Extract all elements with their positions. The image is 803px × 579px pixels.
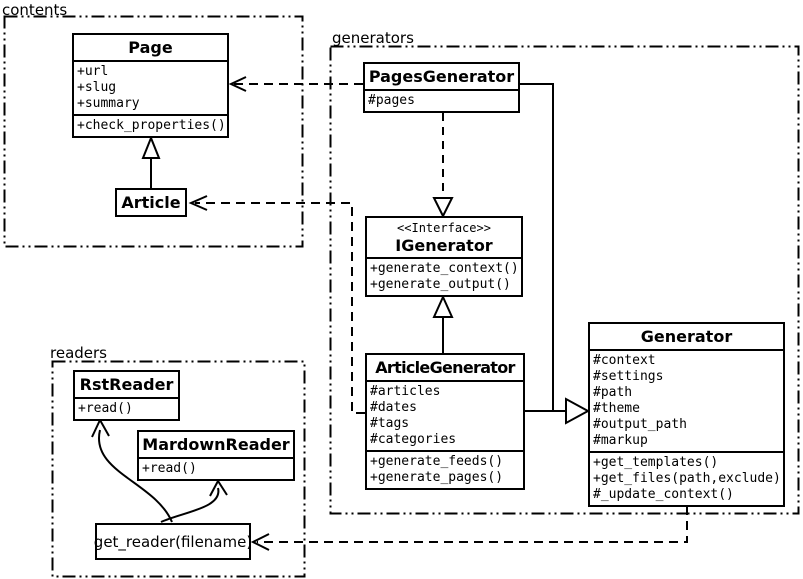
package-frame-generators [329,45,800,515]
method: +get_files(path,exclude) [593,471,781,486]
attribute: +slug [77,80,117,95]
class-articlegenerator-methods: +generate_feeds() +generate_pages() [367,452,523,488]
generalization-arrowhead-generator [565,397,591,425]
package-label-contents: contents [2,1,68,19]
class-articlegenerator-attributes: #articles #dates #tags #categories [367,382,523,452]
method: +get_templates() [593,455,719,470]
function-get-reader: get_reader(filename) [93,523,253,560]
class-page: Page +url +slug +summary +check_properti… [72,33,229,138]
attribute: +url [77,64,109,79]
generalization-arrowhead-page [141,135,161,159]
package-frame-readers [51,360,306,578]
class-pagesgenerator-title: PagesGenerator [365,64,518,91]
dependency-arrowhead-article [188,195,208,211]
class-articlegenerator-title: ArticleGenerator [367,355,523,382]
edge-getreader-to-mardownreader [160,487,220,523]
attribute: #settings [593,369,664,384]
class-articlegenerator: ArticleGenerator #articles #dates #tags … [365,353,525,490]
stereotype-label: <<Interface>> [397,221,491,235]
package-frame-contents [3,15,304,248]
class-mardownreader-title: MardownReader [139,432,293,459]
method: +generate_pages() [370,470,504,485]
class-generator-attributes: #context #settings #path #theme #output_… [590,351,783,453]
class-generator: Generator #context #settings #path #them… [588,322,785,507]
class-generator-methods: +get_templates() +get_files(path,exclude… [590,453,783,505]
class-rstreader: RstReader +read() [73,370,180,421]
class-pagesgenerator-attributes: #pages [365,91,518,111]
function-get-reader-label: get_reader(filename) [93,532,253,551]
class-pagesgenerator: PagesGenerator #pages [363,62,520,113]
class-article: Article [115,188,187,217]
method: +generate_context() [370,261,519,276]
class-page-attributes: +url +slug +summary [74,62,227,116]
realization-arrowhead-igenerator [432,197,454,219]
attribute: #markup [593,433,648,448]
attribute: #dates [370,400,417,415]
method: #_update_context() [593,487,734,502]
class-page-methods: +check_properties() [74,116,227,136]
edge-articlegenerator-to-article [195,202,365,414]
dependency-arrowhead-page [228,76,247,92]
generalization-arrowhead-igenerator [432,294,454,318]
method: +generate_output() [370,277,511,292]
method: +read() [78,401,133,416]
interface-igenerator: <<Interface>> IGenerator +generate_conte… [365,216,523,297]
package-label-generators: generators [332,29,414,47]
attribute: #path [593,385,633,400]
edge-getreader-to-rstreader [97,429,173,523]
class-article-title: Article [121,193,181,212]
method: +generate_feeds() [370,454,504,469]
edge-pagesgenerator-to-generator [520,83,554,411]
arrowhead-mardownreader [209,479,228,497]
attribute: #theme [593,401,640,416]
interface-igenerator-methods: +generate_context() +generate_output() [367,259,521,295]
method: +check_properties() [77,118,226,133]
class-mardownreader-methods: +read() [139,459,293,479]
attribute: #articles [370,384,441,399]
attribute: #pages [368,93,415,108]
attribute: #context [593,353,656,368]
method: +read() [142,461,197,476]
interface-igenerator-title: IGenerator [395,236,493,255]
class-mardownreader: MardownReader +read() [137,430,295,481]
class-generator-title: Generator [590,324,783,351]
attribute: #categories [370,432,457,447]
edge-generator-to-getreader [257,506,688,543]
arrowhead-rstreader [91,417,110,438]
class-page-title: Page [74,35,227,62]
class-rstreader-title: RstReader [75,372,178,399]
interface-igenerator-head: <<Interface>> IGenerator [367,218,521,259]
attribute: #output_path [593,417,687,432]
attribute: +summary [77,96,140,111]
dependency-arrowhead-getreader [250,533,270,551]
package-label-readers: readers [50,344,107,362]
class-rstreader-methods: +read() [75,399,178,419]
attribute: #tags [370,416,410,431]
